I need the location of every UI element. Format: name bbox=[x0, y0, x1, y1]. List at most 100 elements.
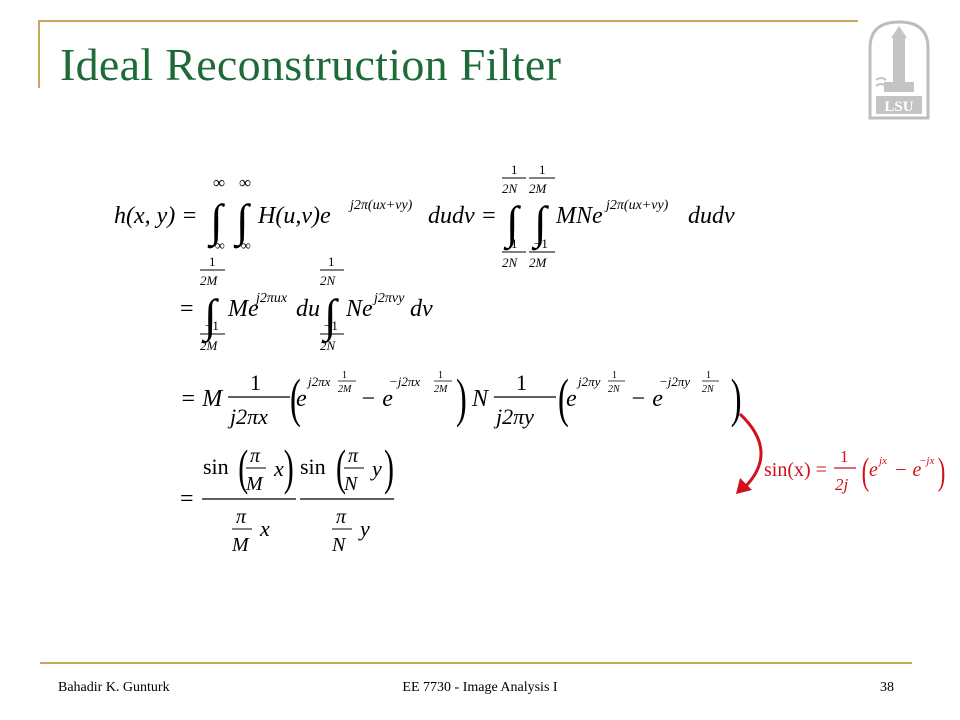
annotation-num: 1 bbox=[840, 447, 849, 466]
eq4-y-b: y bbox=[370, 456, 382, 481]
slide-title: Ideal Reconstruction Filter bbox=[60, 39, 562, 90]
eq4-n-b: N bbox=[343, 473, 359, 495]
eq4-pi-a: π bbox=[250, 445, 261, 467]
eq4-equals: = bbox=[180, 486, 194, 512]
eq2-int1-upper-den: 2M bbox=[200, 273, 219, 288]
eq2-int1-sign: ∫ bbox=[201, 290, 219, 344]
eq2-int1-lower-den: 2M bbox=[200, 338, 219, 353]
eq1-int3-lower-den: 2N bbox=[502, 255, 519, 270]
eq2-int2-upper-num: 1 bbox=[328, 254, 335, 269]
eq2-int1-lower-num: −1 bbox=[205, 318, 219, 333]
eq4-sin1: sin bbox=[203, 454, 229, 479]
logo-banner bbox=[876, 96, 922, 114]
eq3-paren1-close: ) bbox=[456, 367, 467, 428]
eq3-minus1: − e bbox=[360, 386, 393, 412]
annotation-formula: sin(x) = 1 2j ( e jx − e −jx ) bbox=[764, 447, 945, 494]
eq3-paren1-open: ( bbox=[290, 367, 301, 428]
eq2-int2-lower-num: −1 bbox=[324, 318, 338, 333]
eq4-paren-a-close: ) bbox=[284, 439, 294, 496]
eq1-integrand2: MNe bbox=[555, 203, 603, 229]
eq3-exp2a-den: 2N bbox=[608, 384, 621, 395]
eq3-paren2-open: ( bbox=[558, 367, 569, 428]
eq3-frac1-num: 1 bbox=[250, 370, 261, 395]
eq4-den-m-a: M bbox=[231, 534, 250, 556]
eq1-differential2: dudv bbox=[688, 203, 735, 229]
footer-page-number: 38 bbox=[880, 680, 894, 695]
eq3-exp1a-num: 1 bbox=[342, 370, 347, 381]
eq3-e2: e bbox=[566, 386, 577, 412]
eq1-int1-upper: ∞ bbox=[213, 173, 225, 192]
annotation-lhs: sin(x) = bbox=[764, 459, 827, 481]
frame-top-rule bbox=[38, 20, 858, 22]
eq1-int4-upper-num: 1 bbox=[539, 162, 546, 177]
logo-tower-cap bbox=[891, 26, 907, 38]
eq4-paren-b-open: ( bbox=[336, 439, 346, 496]
eq1-lhs: h(x, y) = bbox=[114, 203, 197, 229]
eq1-int2-sign: ∫ bbox=[233, 195, 251, 249]
eq4-sin2: sin bbox=[300, 454, 326, 479]
eq1-int4-upper-den: 2M bbox=[529, 181, 548, 196]
logo-tower-base bbox=[884, 82, 914, 92]
eq3-frac2-den: j2πy bbox=[493, 404, 534, 429]
eq3-n: N bbox=[471, 386, 490, 412]
eq3-exp1b-num: 1 bbox=[438, 370, 443, 381]
eq1-differential: dudv = bbox=[428, 203, 497, 229]
annotation-paren-open: ( bbox=[862, 450, 870, 492]
eq3-exp1b-den: 2M bbox=[434, 384, 448, 395]
annotation-e1: e bbox=[869, 459, 878, 481]
eq4-pi-b: π bbox=[348, 445, 359, 467]
annotation-e1-exp: jx bbox=[877, 455, 887, 467]
annotation-arrowhead bbox=[736, 478, 752, 494]
eq2-exp1: j2πux bbox=[254, 291, 288, 306]
eq3-exp1a-den: 2M bbox=[338, 384, 352, 395]
eq3-exp1b: −j2πx bbox=[389, 374, 420, 389]
lsu-logo: LSU bbox=[868, 20, 930, 120]
eq4-paren-b-close: ) bbox=[384, 439, 394, 496]
annotation-paren-close: ) bbox=[938, 450, 946, 492]
eq2-diff1: du bbox=[296, 296, 320, 322]
eq4-den-pi-a: π bbox=[236, 506, 247, 528]
eq3-frac1-den: j2πx bbox=[227, 404, 268, 429]
eq2-int1-upper-num: 1 bbox=[209, 254, 216, 269]
eq2-int2-lower-den: 2N bbox=[320, 338, 337, 353]
eq3-exp2b-num: 1 bbox=[706, 370, 711, 381]
eq3-exp2a-num: 1 bbox=[612, 370, 617, 381]
annotation-arrow bbox=[738, 412, 763, 490]
eq1-int4-lower-num: −1 bbox=[534, 236, 548, 251]
logo-shield bbox=[868, 20, 930, 120]
eq1-int2-upper: ∞ bbox=[239, 173, 251, 192]
eq1-int3-sign: ∫ bbox=[503, 197, 521, 251]
eq4-den-n-b: N bbox=[331, 534, 347, 556]
eq1-int3-lower-num: 1 bbox=[511, 236, 518, 251]
footer-course: EE 7730 - Image Analysis I bbox=[402, 680, 558, 695]
eq4-den-pi-b: π bbox=[336, 506, 347, 528]
eq3-equals-m: = M bbox=[180, 386, 224, 412]
eq2-diff2: dv bbox=[410, 296, 433, 322]
logo-text: LSU bbox=[884, 99, 913, 115]
eq2-term1: Me bbox=[227, 296, 259, 322]
eq1-int1-lower: −∞ bbox=[207, 239, 225, 254]
eq4-m-a: M bbox=[245, 473, 264, 495]
eq1-exponent2: j2π(ux+vy) bbox=[604, 198, 669, 213]
footer-rule bbox=[40, 662, 912, 664]
eq4-paren-a-open: ( bbox=[238, 439, 248, 496]
eq4-den-y-b: y bbox=[358, 516, 370, 541]
eq1-int3-upper-num: 1 bbox=[511, 162, 518, 177]
eq4-x-a: x bbox=[273, 456, 284, 481]
eq3-exp1a: j2πx bbox=[306, 374, 331, 389]
eq3-minus2: − e bbox=[630, 386, 663, 412]
annotation-minus: − e bbox=[894, 459, 921, 481]
eq1-int4-lower-den: 2M bbox=[529, 255, 548, 270]
eq2-term2: Ne bbox=[345, 296, 373, 322]
eq1-exponent: j2π(ux+vy) bbox=[348, 198, 413, 213]
eq1-int3-upper-den: 2N bbox=[502, 181, 519, 196]
eq1-integrand: H(u,v)e bbox=[257, 203, 331, 229]
logo-tower bbox=[893, 36, 905, 88]
eq2-int2-sign: ∫ bbox=[321, 290, 339, 344]
eq2-equals: = bbox=[180, 296, 194, 322]
eq3-exp2a: j2πy bbox=[576, 374, 601, 389]
annotation-e2-exp: −jx bbox=[919, 455, 934, 467]
eq3-exp2b: −j2πy bbox=[659, 374, 690, 389]
eq1-int1-sign: ∫ bbox=[207, 195, 225, 249]
